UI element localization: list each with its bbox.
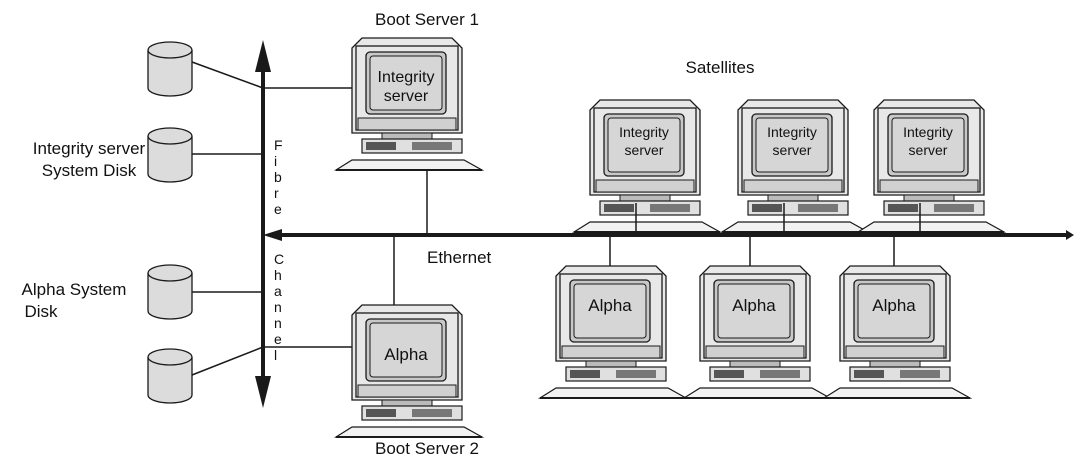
sat-alpha-3-line1: Alpha	[872, 296, 916, 315]
integrity-disk-label-1: Integrity server	[33, 139, 146, 158]
boot-server-1-screen-line1: Integrity	[378, 69, 435, 86]
sat-integrity-3-line1: Integrity	[903, 124, 953, 140]
disk-1	[147, 41, 264, 97]
fibre-channel-letter: l	[274, 347, 277, 363]
fibre-channel-bus	[255, 40, 271, 408]
sat-integrity-2-line2: server	[773, 142, 812, 158]
computer-icon	[573, 99, 721, 233]
ethernet-label: Ethernet	[427, 248, 492, 267]
disk-alpha-system	[147, 264, 263, 320]
boot-server-1-screen-line2: server	[384, 88, 429, 105]
satellite-alpha-1: Alpha	[539, 265, 687, 399]
disk-4	[147, 346, 264, 404]
alpha-disk-label-2: Disk	[24, 302, 58, 321]
fibre-channel-letter: h	[274, 267, 282, 283]
boot-server-2-screen-line1: Alpha	[384, 345, 428, 364]
integrity-disk-label-2: System Disk	[42, 161, 137, 180]
satellite-integrity-2: Integrity server	[721, 99, 869, 233]
satellite-alpha-3: Alpha	[823, 265, 971, 399]
fibre-channel-letter: e	[274, 331, 282, 347]
computer-icon	[539, 265, 687, 399]
fibre-channel-letter: a	[274, 283, 282, 299]
computer-icon	[823, 265, 971, 399]
fibre-channel-letter: F	[274, 137, 283, 153]
fibre-channel-letter: C	[274, 251, 284, 267]
computer-icon	[683, 265, 831, 399]
fibre-channel-letter: n	[274, 315, 282, 331]
sat-alpha-2-line1: Alpha	[732, 296, 776, 315]
ethernet-bus	[263, 229, 1074, 241]
fibre-channel-letter: i	[274, 153, 277, 169]
computer-icon	[857, 99, 1005, 233]
satellites-label: Satellites	[686, 58, 755, 77]
sat-integrity-1-line1: Integrity	[619, 124, 669, 140]
sat-integrity-3-line2: server	[909, 142, 948, 158]
fibre-channel-letter: n	[274, 299, 282, 315]
sat-integrity-1-line2: server	[625, 142, 664, 158]
alpha-disk-label-1: Alpha System	[22, 280, 127, 299]
fibre-channel-letter: b	[274, 169, 282, 185]
fibre-channel-letter: r	[274, 185, 279, 201]
disk-integrity-system	[147, 127, 263, 183]
computer-icon	[721, 99, 869, 233]
satellite-integrity-1: Integrity server	[573, 99, 721, 233]
boot-server-2-label: Boot Server 2	[375, 439, 479, 458]
boot-server-1-label: Boot Server 1	[375, 10, 479, 29]
boot-server-2: Alpha	[335, 304, 483, 438]
fibre-channel-letter: e	[274, 201, 282, 217]
computer-icon	[335, 304, 483, 438]
boot-server-1: Integrity server	[335, 37, 483, 171]
satellite-alpha-2: Alpha	[683, 265, 831, 399]
sat-integrity-2-line1: Integrity	[767, 124, 817, 140]
sat-alpha-1-line1: Alpha	[588, 296, 632, 315]
satellite-integrity-3: Integrity server	[857, 99, 1005, 233]
